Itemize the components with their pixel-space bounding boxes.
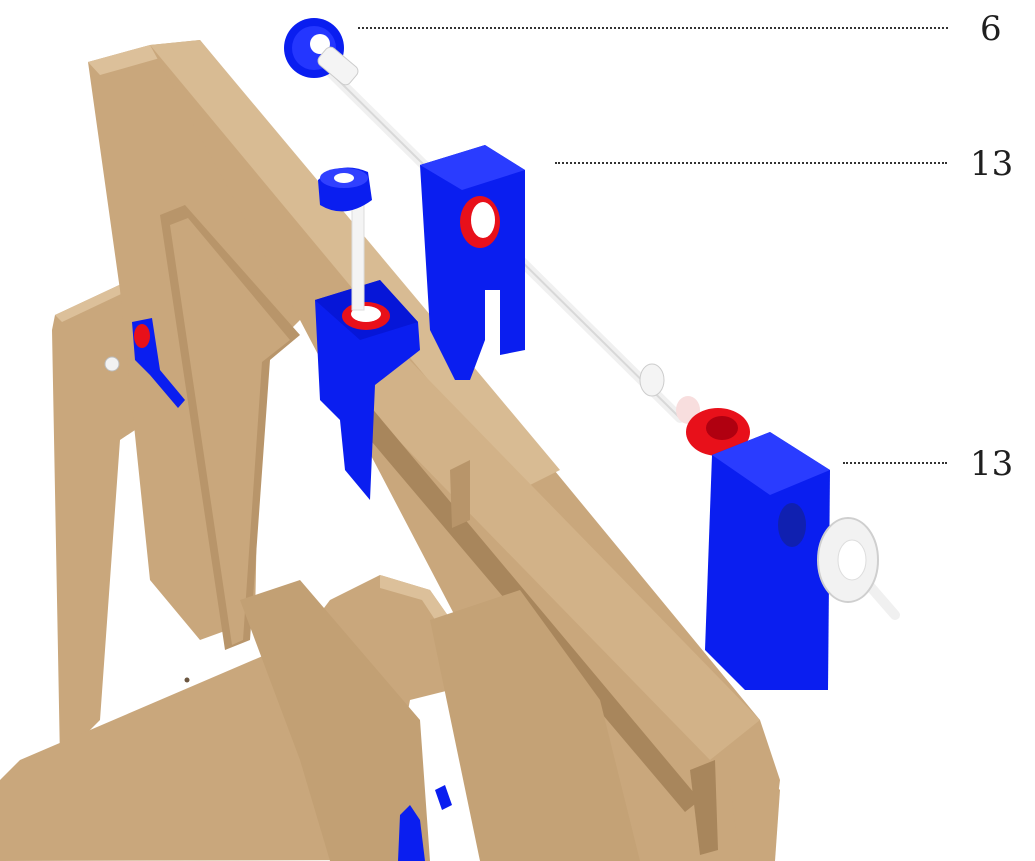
callout-label-6: 6: [980, 12, 1002, 46]
callout-label-13-lower: 13: [970, 447, 1013, 481]
leader-line-6: [358, 27, 948, 29]
bearing-block-lower: [705, 432, 878, 690]
leader-line-13-upper: [555, 162, 947, 164]
top-bevel-gear: [284, 18, 360, 87]
leader-line-13-lower: [843, 462, 947, 464]
callout-label-13-upper: 13: [970, 147, 1013, 181]
